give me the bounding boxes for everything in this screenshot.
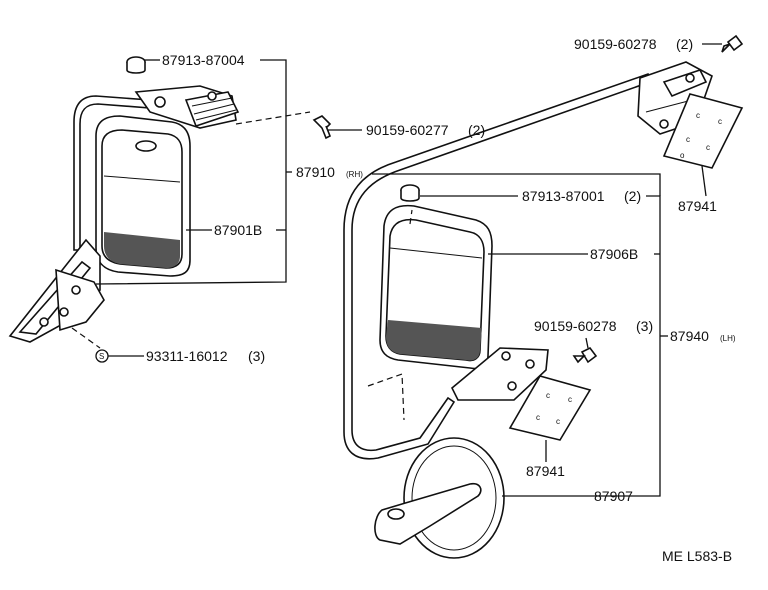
svg-text:c: c <box>686 135 690 144</box>
lh-plate-87941-bottom: c c c c <box>508 375 592 441</box>
rh-cap-87913-87004 <box>126 56 146 74</box>
svg-text:c: c <box>568 395 572 404</box>
svg-text:c: c <box>706 143 710 152</box>
lh-mirror-assembly: c c c c o <box>343 34 744 559</box>
rh-screw-90159-60277 <box>312 115 332 140</box>
label-90159-60278-top: 90159-60278 <box>574 36 657 52</box>
label-87910-side: (RH) <box>346 170 363 179</box>
label-90159-60277: 90159-60277 <box>366 122 449 138</box>
part-labels: 87913-87004 90159-60277 (2) 87910 (RH) 8… <box>95 36 736 564</box>
label-93311-16012-qty: (3) <box>248 348 265 364</box>
svg-text:c: c <box>718 117 722 126</box>
label-93311-16012: 93311-16012 <box>146 348 228 364</box>
svg-text:c: c <box>696 111 700 120</box>
rh-mirror-head-87901b <box>95 115 191 277</box>
label-87910: 87910 <box>296 164 335 180</box>
lh-mirror-head-87906b <box>379 204 493 370</box>
label-87940: 87940 <box>670 328 709 344</box>
rh-leader-lines <box>71 59 362 357</box>
lh-screw-mid-90159-60278 <box>572 346 598 364</box>
label-87913-87004: 87913-87004 <box>162 52 245 68</box>
svg-text:c: c <box>556 417 560 426</box>
label-87906b: 87906B <box>590 246 638 262</box>
label-87913-87001-qty: (2) <box>624 188 641 204</box>
lh-leader-lines <box>372 43 722 497</box>
label-87941-bottom: 87941 <box>526 463 565 479</box>
label-87941-top: 87941 <box>678 198 717 214</box>
rh-base-bracket <box>8 238 105 343</box>
s-symbol: S <box>95 349 109 363</box>
label-87901b: 87901B <box>214 222 262 238</box>
label-90159-60278-top-qty: (2) <box>676 36 693 52</box>
svg-text:S: S <box>99 352 104 361</box>
label-87907: 87907 <box>594 488 633 504</box>
label-90159-60278-mid: 90159-60278 <box>534 318 617 334</box>
lh-stay-tube <box>343 72 651 460</box>
lh-round-mirror-87907 <box>374 437 505 559</box>
label-87913-87001: 87913-87001 <box>522 188 605 204</box>
label-90159-60278-mid-qty: (3) <box>636 318 653 334</box>
label-90159-60277-qty: (2) <box>468 122 485 138</box>
svg-text:c: c <box>546 391 550 400</box>
svg-text:o: o <box>680 151 685 160</box>
rh-top-bracket <box>134 85 240 129</box>
label-87940-side: (LH) <box>720 334 736 343</box>
svg-text:c: c <box>536 413 540 422</box>
lh-screw-top-90159-60278 <box>721 34 744 53</box>
lh-plate-87941-top: c c c c o <box>662 93 744 169</box>
rh-mirror-assembly <box>8 56 332 343</box>
diagram-code: ME L583-B <box>662 548 732 564</box>
lh-lower-bracket <box>451 347 549 401</box>
